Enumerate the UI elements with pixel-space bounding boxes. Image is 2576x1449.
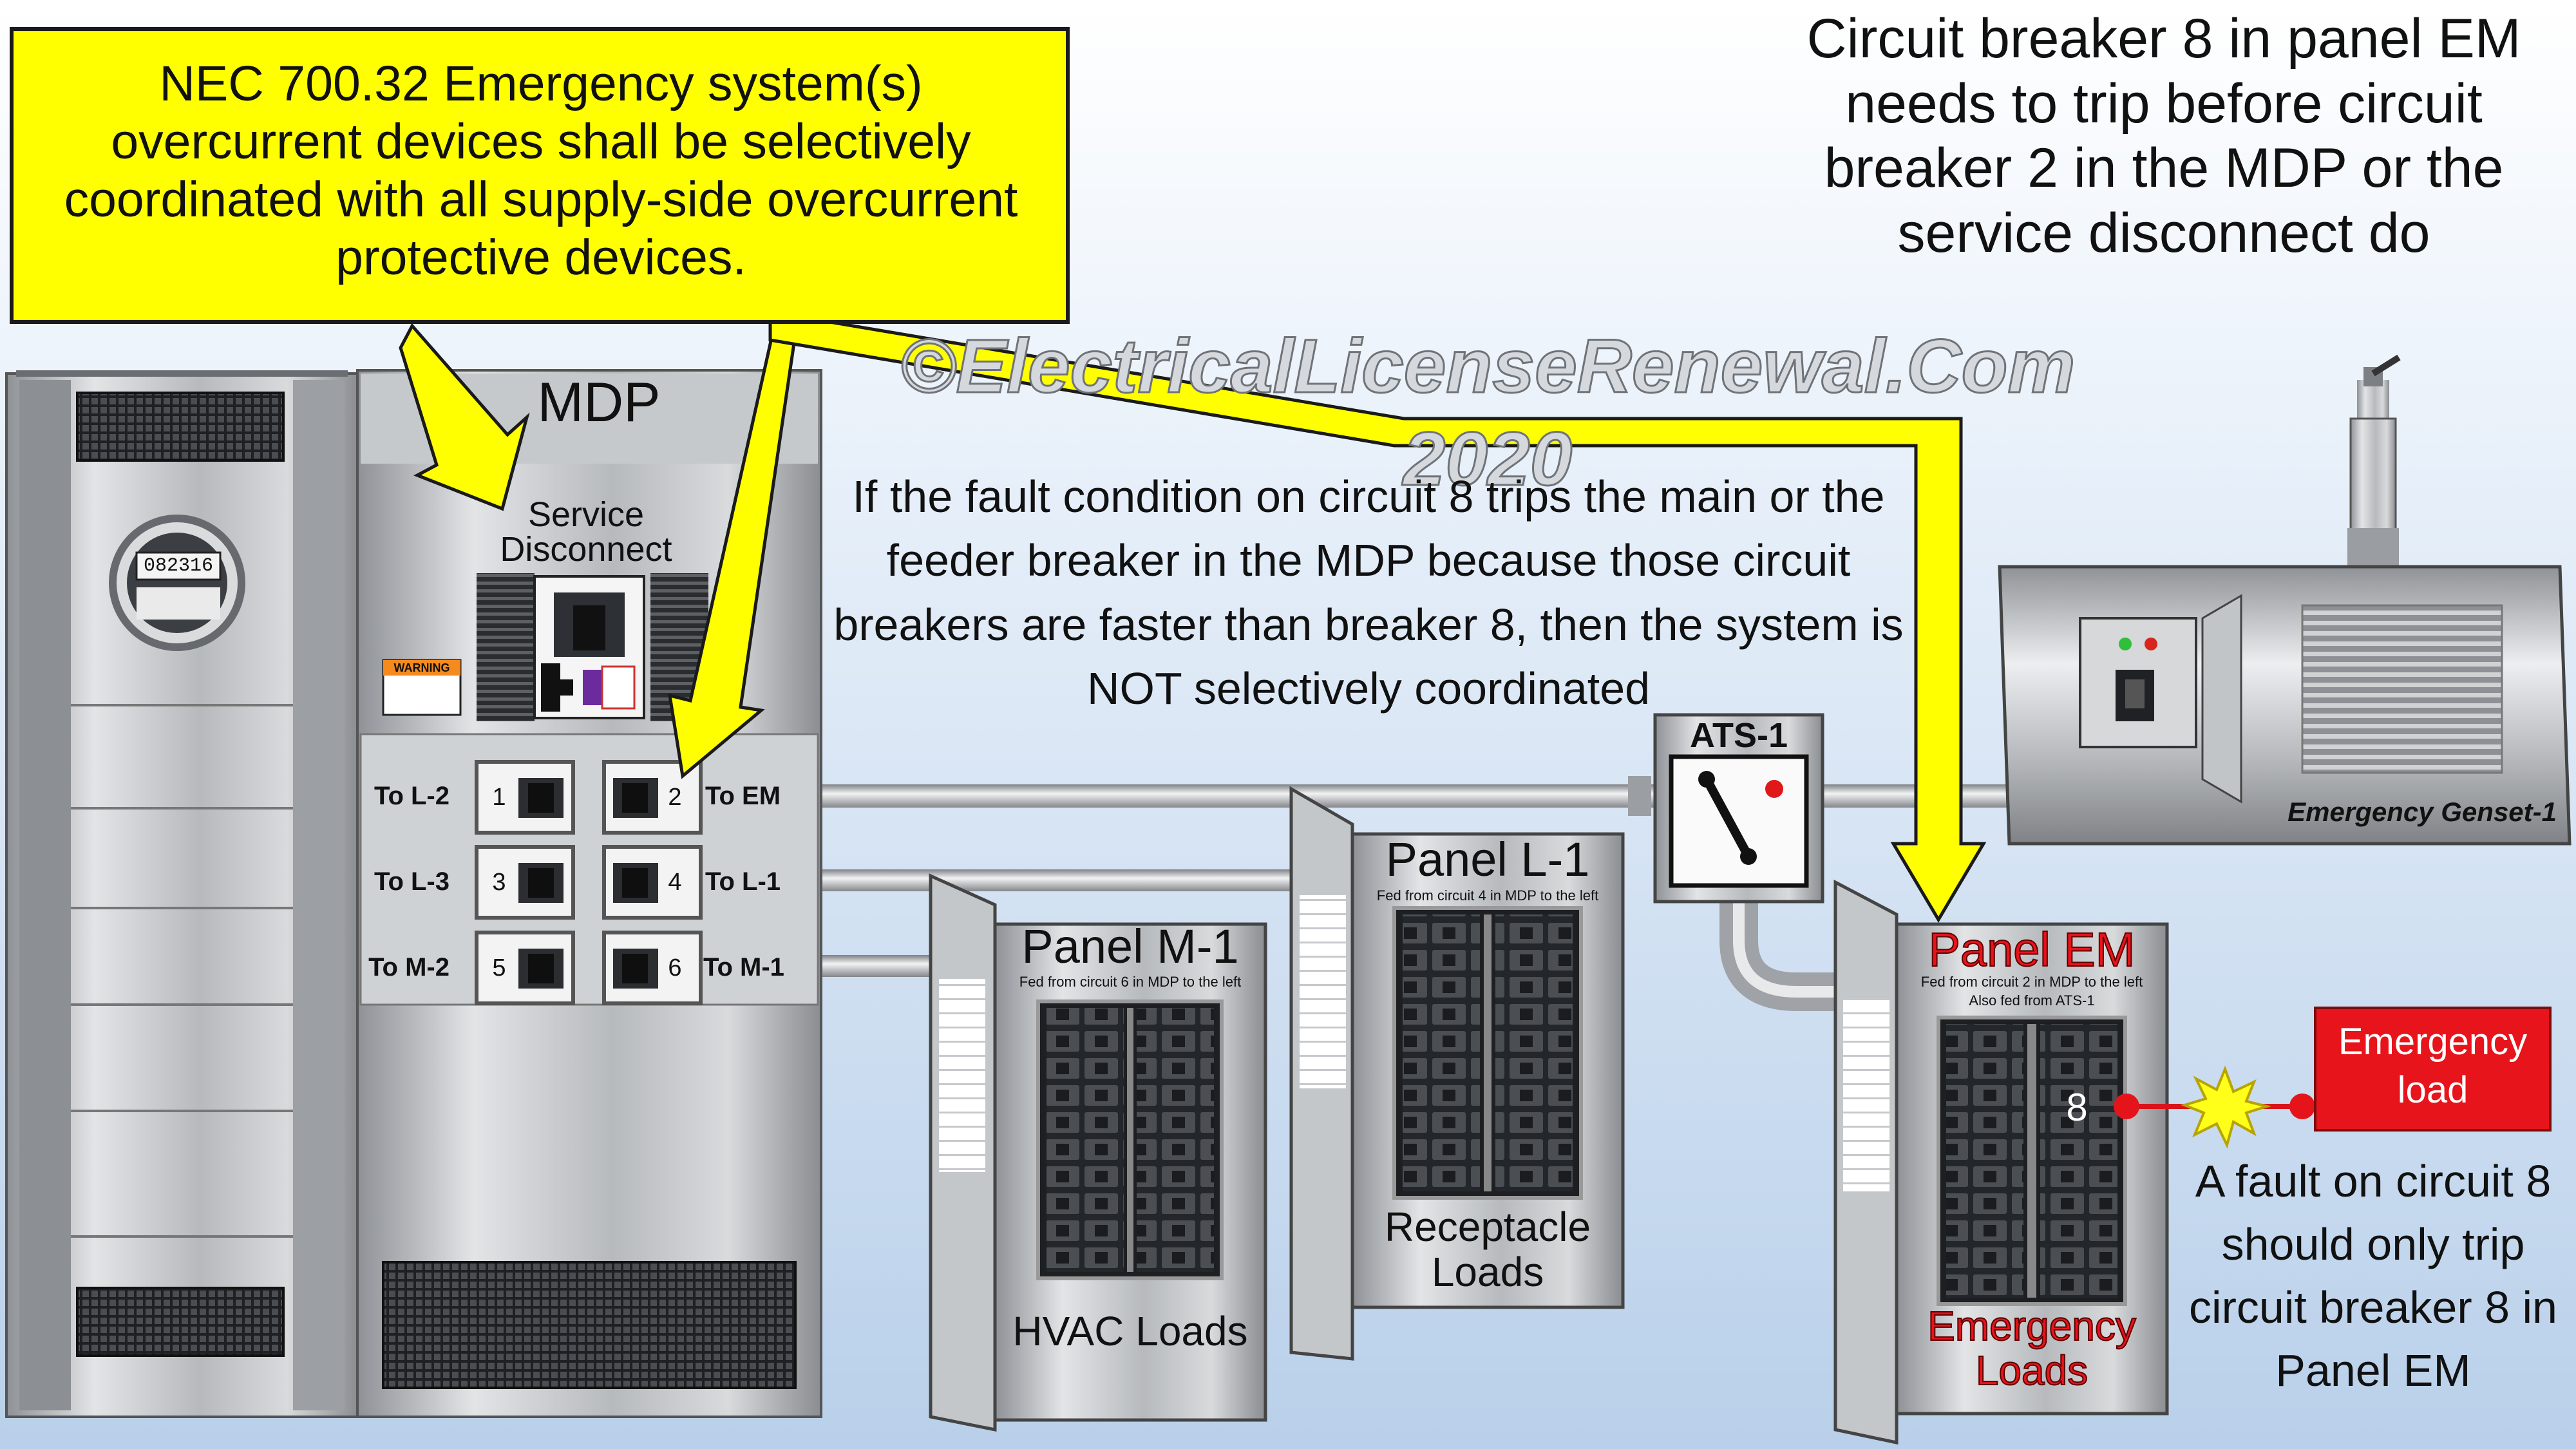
arc-flash-warning-text: WARNING [393,661,450,674]
panel-m1-loads: HVAC Loads [1012,1308,1248,1354]
panel-l1-title: Panel L-1 [1385,833,1590,886]
breaker-4-number: 4 [668,869,682,896]
emergency-load-label: Emergency load [2338,1021,2528,1112]
arc-flash-warning-label [382,659,462,716]
nec-callout-box [10,27,1070,324]
panel-l1 [1289,786,1625,1361]
panel-em-title: Panel EM [1928,922,2136,977]
breaker-5-number: 5 [492,954,506,981]
ats-1-label: ATS-1 [1689,716,1788,755]
fault-result-note: A fault on circuit 8 should only trip ci… [2189,1156,2557,1396]
breaker-4 [602,845,703,920]
nec-callout-text: NEC 700.32 Emergency system(s) overcurre… [64,56,1018,286]
mdp-branch-breakers [475,760,703,1005]
breaker-3-number: 3 [492,869,506,896]
watermark: ©ElectricalLicenseRenewal.Com 2020 [899,323,2076,503]
panel-l1-loads: Receptacle Loads [1384,1204,1591,1296]
panel-l1-subtitle: Fed from circuit 4 in MDP to the left [1376,887,1599,904]
breaker-3 [475,845,575,920]
panel-em-breaker-8: 8 [2066,1086,2088,1129]
emergency-genset [1998,354,2571,846]
panel-em-subtitle-2: Also fed from ATS-1 [1969,992,2095,1009]
fault-condition-note: If the fault condition on circuit 8 trip… [833,471,1904,714]
ats-1-switch [1653,713,1824,904]
breaker-1 [475,760,575,835]
breaker-6-feeder-label: To M-1 [703,953,784,981]
breaker-6 [602,931,703,1005]
panel-em [1833,879,2169,1445]
breaker-3-feeder-label: To L-3 [374,867,450,896]
breaker-2 [602,760,703,835]
emergency-load-box [2314,1007,2552,1132]
breaker-5-feeder-label: To M-2 [368,953,450,981]
panel-m1 [929,873,1267,1432]
meter-reading: 082316 [143,555,214,577]
breaker-1-feeder-label: To L-2 [374,782,450,810]
breaker-1-number: 1 [492,784,506,811]
electric-meter [109,515,245,651]
genset-label: Emergency Genset-1 [2287,797,2557,827]
breaker-2-number: 2 [668,784,682,811]
yellow-arrows [399,310,1987,923]
panel-em-subtitle: Fed from circuit 2 in MDP to the left [1920,974,2143,990]
breaker-4-feeder-label: To L-1 [705,867,781,896]
mdp-title: MDP [537,372,661,433]
panel-m1-subtitle: Fed from circuit 6 in MDP to the left [1019,974,1242,990]
service-disconnect-switch [477,573,708,721]
fault-spark-icon [2180,1065,2272,1149]
breaker-2-feeder-label: To EM [705,782,781,810]
top-right-note: Circuit breaker 8 in panel EM needs to t… [1806,8,2521,264]
panel-em-loads: Emergency Loads [1927,1303,2137,1394]
panel-m1-title: Panel M-1 [1021,920,1239,973]
service-disconnect-label: Service Disconnect [500,495,672,569]
breaker-6-number: 6 [668,954,682,981]
breaker-5 [475,931,575,1005]
